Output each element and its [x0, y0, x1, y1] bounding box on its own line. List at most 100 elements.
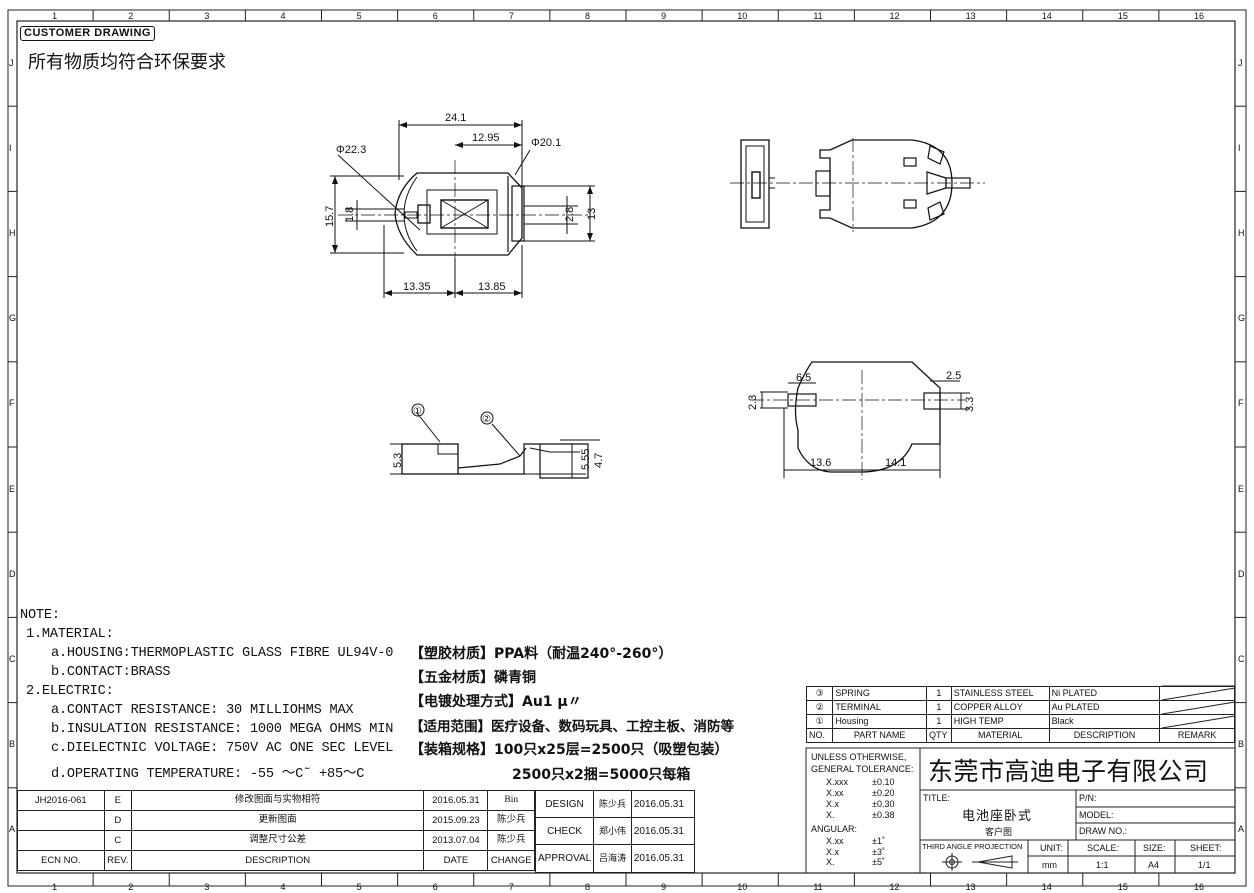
zone-row-label: F [9, 398, 15, 409]
approval-row: APPROVAL 吕海涛 2016.05.31 [534, 844, 696, 873]
projection-symbol [942, 853, 1018, 871]
unit-value: mm [1042, 860, 1057, 870]
note-line-4: 2.ELECTRIC: [26, 684, 114, 699]
zone-col-label: 6 [432, 11, 438, 21]
zone-row-label: B [9, 739, 16, 750]
dim-phi20-1: Φ20.1 [531, 137, 561, 149]
zone-row-label: F [1238, 398, 1244, 409]
tol-linear-3-key: X.x [826, 799, 840, 809]
tol-linear-4-key: X. [826, 810, 835, 820]
zone-row-label: D [1238, 568, 1245, 579]
rev-header-date: DATE [423, 850, 489, 871]
zone-col-label: 3 [204, 882, 210, 892]
zone-row-label: J [9, 57, 14, 68]
parts-header: NO. PART NAME QTY MATERIAL DESCRIPTION R… [805, 728, 1235, 743]
revision-table: JH2016-061 E 修改图面与实物相符 2016.05.31 Bin D … [17, 790, 535, 871]
zone-col-label: 2 [128, 11, 134, 21]
unit-label: UNIT: [1040, 843, 1063, 853]
pn-label: P/N: [1079, 793, 1097, 803]
callout-2: ② [482, 414, 491, 425]
dim-15-7: 15.7 [324, 206, 336, 227]
zone-col-label: 7 [508, 882, 514, 892]
size-value: A4 [1148, 860, 1160, 870]
tol-angular-3-key: X. [826, 857, 835, 867]
note-line-8: d.OPERATING TEMPERATURE: -55 ～C˜ +85～C [51, 767, 365, 782]
zone-row-label: C [1238, 654, 1245, 664]
parts-list: ③ SPRING 1 STAINLESS STEEL Ni PLATED ② T… [805, 686, 1235, 743]
zone-row-label: I [1238, 142, 1241, 153]
zone-row-label: J [1238, 57, 1243, 68]
approval-row: DESIGN 陈少兵 2016.05.31 [534, 790, 696, 818]
zone-row-label: D [9, 568, 16, 579]
zone-row-label: H [9, 228, 16, 238]
dim-14-1: 14.1 [885, 457, 906, 469]
zone-row-label: G [1238, 313, 1246, 324]
zone-col-label: 5 [356, 882, 362, 892]
revision-header: ECN NO. REV. DESCRIPTION DATE CHANGE [17, 850, 535, 871]
front-view-arrows [332, 122, 593, 296]
title-value: 电池座卧式 [962, 808, 1033, 823]
part-row: ② TERMINAL 1 COPPER ALLOY Au PLATED [805, 700, 1235, 715]
dim-5-55: 5.55 [580, 449, 592, 470]
zone-col-label: 9 [661, 11, 667, 21]
approval-label: CHECK [534, 817, 595, 845]
approval-table: DESIGN 陈少兵 2016.05.31 CHECK 郑小伟 2016.05.… [534, 790, 696, 873]
tol-angular-2-val: ±3˚ [872, 847, 885, 857]
approval-date: 2016.05.31 [630, 844, 696, 873]
tolerance-title-2: GENERAL TOLERANCE: [811, 764, 914, 774]
dim-3-3: 3.3 [964, 397, 976, 412]
bottom-view [750, 361, 970, 480]
dim-13-85: 13.85 [478, 281, 506, 293]
note-line-2: a.HOUSING:THERMOPLASTIC GLASS FIBRE UL94… [51, 646, 394, 661]
top-right-view [730, 138, 985, 232]
zone-row-label: E [1238, 483, 1245, 494]
zone-col-label: 12 [889, 11, 900, 21]
zone-col-label: 10 [737, 882, 748, 892]
sheet-value: 1/1 [1198, 860, 1211, 870]
zone-col-label: 1 [52, 11, 58, 21]
zone-col-label: 4 [280, 882, 286, 892]
tol-linear-3-val: ±0.30 [872, 799, 895, 809]
approval-label: DESIGN [534, 790, 595, 818]
dim-13-6: 13.6 [810, 457, 831, 469]
zone-col-label: 4 [280, 11, 286, 21]
dim-12-95: 12.95 [472, 132, 500, 144]
dim-13-35: 13.35 [403, 281, 431, 293]
zone-col-label: 13 [965, 11, 976, 21]
model-label: MODEL: [1079, 810, 1114, 820]
cn-note-3: 【电镀处理方式】Au1 μ〃 [410, 694, 582, 710]
tol-angular-1-key: X.xx [826, 836, 844, 846]
dim-2-3: 2.3 [747, 395, 759, 410]
note-line-3: b.CONTACT:BRASS [51, 665, 171, 680]
zone-col-label: 11 [813, 11, 823, 21]
zone-row-label: H [1238, 228, 1245, 238]
zone-col-label: 8 [584, 882, 590, 892]
cn-note-5: 【装箱规格】100只x25层=2500只（吸塑包装） [410, 742, 729, 758]
rev-header-change: CHANGE [487, 850, 535, 871]
zone-col-label: 2 [128, 882, 134, 892]
zone-col-label: 3 [204, 11, 210, 21]
scale-value: 1:1 [1096, 860, 1109, 870]
zone-row-label: C [9, 654, 16, 664]
tol-linear-1-val: ±0.10 [872, 777, 895, 787]
title-sub: 客户图 [985, 827, 1013, 837]
revision-row: D 更新图面 2015.09.23 陈少兵 [17, 810, 535, 831]
zone-col-label: 11 [813, 882, 823, 892]
zone-col-label: 15 [1117, 882, 1128, 892]
approval-label: APPROVAL [534, 844, 595, 873]
tol-angular-title: ANGULAR: [811, 824, 858, 834]
tolerance-title-1: UNLESS OTHERWISE, [811, 752, 907, 762]
zone-col-label: 1 [52, 882, 58, 892]
tol-angular-1-val: ±1˚ [872, 836, 885, 846]
parts-header-remark: REMARK [1159, 728, 1235, 743]
zone-col-label: 7 [508, 11, 514, 21]
environmental-note: 所有物质均符合环保要求 [28, 52, 226, 73]
cn-note-1: 【塑胶材质】PPA料（耐温240°-260°） [410, 646, 673, 662]
revision-row: C 调整尺寸公差 2013.07.04 陈少兵 [17, 830, 535, 851]
part-no: ③ [805, 686, 834, 701]
dim-6-5: 6.5 [796, 372, 811, 384]
zone-col-label: 10 [737, 11, 748, 21]
projection-label: THIRD ANGLE PROJECTION [922, 842, 1023, 851]
